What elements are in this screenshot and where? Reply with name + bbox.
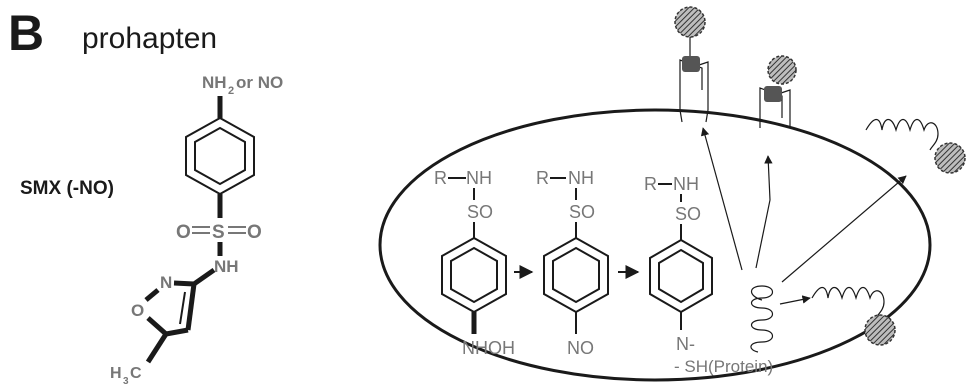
hapten-sphere-secreted xyxy=(934,142,966,174)
mol3-so: SO xyxy=(675,204,701,224)
smx-top-nh: NH xyxy=(202,73,227,92)
smx-methyl-sub: 3 xyxy=(123,376,129,387)
smx-isox-cc2 xyxy=(185,283,197,331)
receptor-1-peptide xyxy=(682,56,700,72)
smx-top-sub: 2 xyxy=(228,85,234,97)
mol1-r: R xyxy=(434,168,447,188)
panel-title: prohapten xyxy=(82,22,217,55)
intracellular-protein-coil xyxy=(750,285,774,353)
smx-methyl-bond xyxy=(145,332,169,364)
smx-nh-ring-bond xyxy=(192,267,216,287)
modified-protein-coil xyxy=(811,286,885,319)
panel-letter: B xyxy=(8,5,44,61)
receptor-2-peptide xyxy=(764,86,782,102)
smx-isox-no xyxy=(144,288,160,302)
hapten-sphere-inner xyxy=(864,314,896,346)
smx-isox-n: N xyxy=(160,273,172,292)
smx-isox-oc xyxy=(146,316,168,336)
smx-benzene-inner xyxy=(194,126,246,186)
smx-nh: NH xyxy=(214,257,239,276)
mol2-nh: NH xyxy=(568,168,594,188)
cell-molecule-2: R NH SO NO xyxy=(536,168,609,358)
arrow-to-receptor-2 xyxy=(755,155,773,269)
smx-benzene-ring xyxy=(185,116,255,196)
mol2-r: R xyxy=(536,168,549,188)
smx-sulfonyl-s: S xyxy=(212,222,225,243)
arrow-to-receptor-1 xyxy=(700,127,743,271)
smx-structure: NH 2 or NO SMX (-NO) O S O NH N O xyxy=(20,73,283,387)
mol3-nh: NH xyxy=(673,174,699,194)
mol3-r: R xyxy=(644,174,657,194)
receptor-1-stem xyxy=(679,109,709,123)
smx-methyl-h: H xyxy=(110,365,122,382)
mol3-ring-inner xyxy=(658,248,704,304)
membrane-receptor-1 xyxy=(674,6,709,123)
smx-top-rest: or NO xyxy=(236,73,283,92)
mol2-bottom: NO xyxy=(567,338,594,358)
smx-isox-cc xyxy=(165,327,189,337)
smx-isox-cn xyxy=(173,280,195,287)
smx-isox-o: O xyxy=(131,301,144,320)
cell-membrane xyxy=(378,108,932,382)
hapten-sphere-receptor-1 xyxy=(674,6,706,38)
membrane-receptor-2 xyxy=(759,55,797,128)
hapten-sphere-receptor-2 xyxy=(767,55,797,85)
mol1-nh: NH xyxy=(466,168,492,188)
smx-isox-double xyxy=(179,291,186,325)
smx-methyl-c: C xyxy=(130,365,142,382)
mol3-protein-label: - SH(Protein) xyxy=(674,357,773,376)
secreted-protein-coil xyxy=(865,118,939,151)
smx-sulfonyl-o-right: O xyxy=(247,222,262,243)
smx-sulfonyl-o-left: O xyxy=(176,222,191,243)
mol1-bottom: NHOH xyxy=(462,338,515,358)
mol1-ring-inner xyxy=(450,246,498,304)
arrow-to-modified-protein xyxy=(779,295,811,305)
mol2-so: SO xyxy=(569,202,595,222)
cell-molecule-1: R NH SO NHOH xyxy=(434,168,515,358)
mol1-so: SO xyxy=(467,202,493,222)
cell-molecule-3: R NH SO N- - SH(Protein) xyxy=(644,174,773,376)
mol3-bottom: N- xyxy=(676,334,695,354)
mol2-ring-inner xyxy=(552,246,600,304)
smx-name: SMX (-NO) xyxy=(20,178,114,199)
arrow-to-secreted-protein xyxy=(781,175,907,283)
